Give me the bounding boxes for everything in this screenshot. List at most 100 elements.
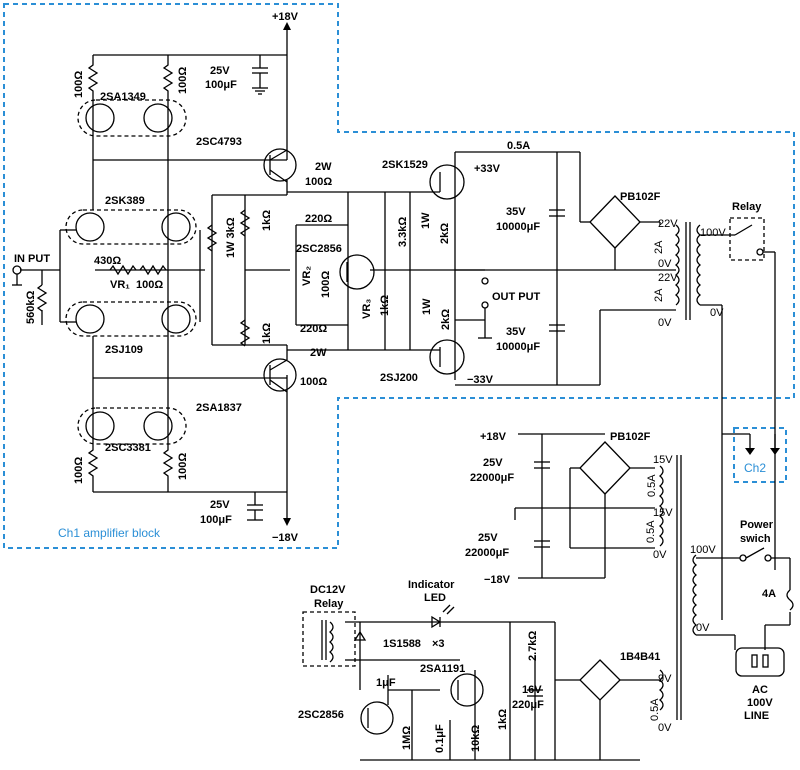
output-terminal-pos-icon[interactable]: [481, 277, 489, 285]
t-9v: 9V: [658, 673, 672, 685]
t-0v-c: 0V: [710, 307, 724, 319]
power-switch-label: Power: [740, 519, 774, 531]
t-15v-a: 15V: [653, 454, 673, 466]
fuse-label: 4A: [762, 588, 776, 600]
rail-neg18-label: −18V: [272, 532, 299, 544]
ch1-block-border: [3, 3, 795, 549]
led-label2: LED: [424, 592, 446, 604]
input-jack-icon[interactable]: [12, 265, 22, 275]
t-05a-c: 0.5A: [649, 698, 661, 721]
cap-bot-voltage: 25V: [210, 499, 230, 511]
transistor-2sc2856-bias: [339, 254, 375, 290]
t-2a-b: 2A: [653, 288, 665, 302]
output-terminal-neg-icon[interactable]: [481, 301, 489, 309]
t-0v-e: 0V: [696, 622, 710, 634]
mains-wiring: [696, 547, 794, 677]
vr1-value: 100Ω: [136, 279, 163, 291]
vr3-value: 1kΩ: [379, 295, 391, 316]
cap-16v-voltage: 16V: [522, 684, 542, 696]
bridge1-label: PB102F: [620, 191, 661, 203]
label-2sc4793: 2SC4793: [196, 136, 242, 148]
transistor-2sc3381: [77, 378, 187, 445]
ch2-block-border: [733, 427, 787, 483]
diode-label: 1S1588: [383, 638, 421, 650]
ch1-label: Ch1 amplifier block: [58, 526, 161, 540]
cap-16v-value: 220μF: [512, 699, 544, 711]
rail-neg33-label: −33V: [467, 374, 494, 386]
input-label[interactable]: IN PUT: [14, 253, 50, 265]
r2w-bot: 2W: [310, 347, 327, 359]
t-100v-b: 100V: [690, 544, 716, 556]
negative-rail: [93, 375, 291, 526]
transistor-2sa1191: [450, 673, 484, 707]
r2w-top-value: 100Ω: [305, 176, 332, 188]
cap-p18-value: 22000μF: [470, 472, 514, 484]
r220-a: 220Ω: [305, 213, 332, 225]
led-indicator-icon: [431, 604, 455, 629]
label-2sc3381: 2SC3381: [105, 442, 151, 454]
mosfet-2sj200: [429, 339, 465, 375]
psu-18v: [514, 433, 698, 720]
transistor-2sa1837: [263, 358, 297, 393]
vr2-label: VR₂: [301, 266, 313, 286]
r560k-label: 560kΩ: [25, 291, 37, 324]
t-2a-a: 2A: [653, 240, 665, 254]
led-label: Indicator: [408, 579, 455, 591]
cap-p33-voltage: 35V: [506, 206, 526, 218]
label-2sk1529: 2SK1529: [382, 159, 428, 171]
ch2-connectors: [722, 433, 780, 455]
cap-top-value: 100μF: [205, 79, 237, 91]
cap-1u: 1μF: [376, 677, 396, 689]
rail-pos33-label: +33V: [474, 163, 501, 175]
label-2sc2856-bias: 2SC2856: [296, 243, 342, 255]
dc-relay-label: DC12V: [310, 584, 346, 596]
t-05a-a: 0.5A: [646, 474, 658, 497]
r1k-a-label: 1kΩ: [261, 210, 273, 231]
r1w2k-b-value: 2kΩ: [440, 309, 452, 330]
ac-label: AC: [752, 684, 768, 696]
dc-relay-label2: Relay: [314, 598, 344, 610]
jfet-2sj109: [65, 301, 197, 337]
bridge2-label: PB102F: [610, 431, 651, 443]
cap-bot-value: 100μF: [200, 514, 232, 526]
amp-wiring: [20, 159, 290, 379]
current-label: 0.5A: [507, 140, 530, 152]
label-2sj109: 2SJ109: [105, 344, 143, 356]
t-05a-b: 0.5A: [645, 520, 657, 543]
transistor-2sa1349: [77, 99, 187, 160]
r1k-led-label: 1kΩ: [497, 709, 509, 730]
psu-33v: [549, 152, 702, 385]
r1m-label: 1MΩ: [401, 726, 413, 750]
r100-d: 100Ω: [177, 453, 189, 480]
cap-n33-value: 10000μF: [496, 341, 540, 353]
t-0v-d: 0V: [653, 549, 667, 561]
relay-output[interactable]: [700, 217, 776, 620]
rail-neg18-psu: −18V: [484, 574, 511, 586]
cap-n33-voltage: 35V: [506, 326, 526, 338]
cap-n18-voltage: 25V: [478, 532, 498, 544]
r10k-label: 10kΩ: [470, 725, 482, 752]
t-15v-b: 15V: [653, 507, 673, 519]
r2w-top: 2W: [315, 161, 332, 173]
r1k-b-label: 1kΩ: [261, 323, 273, 344]
output-label[interactable]: OUT PUT: [492, 291, 541, 303]
bridge3-label: 1B4B41: [620, 651, 660, 663]
cap-n18-value: 22000μF: [465, 547, 509, 559]
t-0v-a: 0V: [658, 258, 672, 270]
t-100v-a: 100V: [700, 227, 726, 239]
r33k-label: 3.3kΩ: [397, 217, 409, 247]
r430-label: 430Ω: [94, 255, 121, 267]
power-switch-label2[interactable]: swich: [740, 533, 771, 545]
cap-p33-value: 10000μF: [496, 221, 540, 233]
vr1-label: VR₁: [110, 279, 130, 291]
r100-c: 100Ω: [73, 457, 85, 484]
r2w-bot-value: 100Ω: [300, 376, 327, 388]
t-0v-f: 0V: [658, 722, 672, 734]
t-22v-a: 22V: [658, 218, 678, 230]
label-2sa1837: 2SA1837: [196, 402, 242, 414]
r100-b: 100Ω: [177, 67, 189, 94]
rail-pos18-label: +18V: [272, 11, 299, 23]
label-2sa1349: 2SA1349: [100, 91, 146, 103]
r3k-label: 1W 3kΩ: [225, 217, 237, 258]
